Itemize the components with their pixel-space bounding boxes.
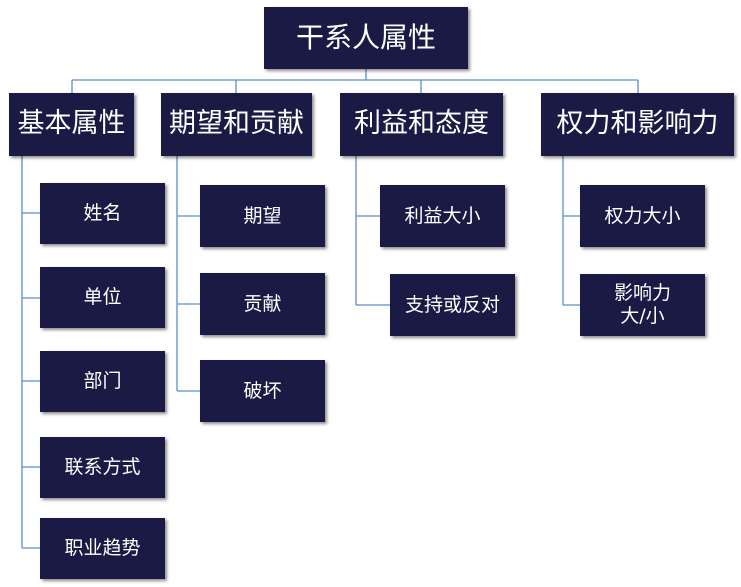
leaf-expectation: 期望 [200, 185, 325, 247]
leaf-support-oppose: 支持或反对 [390, 274, 515, 336]
leaf-organization: 单位 [40, 267, 165, 328]
category-basic-attributes: 基本属性 [9, 93, 134, 156]
leaf-influence-level: 影响力 大/小 [580, 274, 705, 336]
leaf-destruction: 破坏 [200, 360, 325, 422]
root-node: 干系人属性 [264, 7, 468, 69]
leaf-interest-level: 利益大小 [380, 185, 505, 247]
leaf-contact: 联系方式 [40, 437, 165, 498]
leaf-department: 部门 [40, 351, 165, 412]
leaf-contribution: 贡献 [200, 273, 325, 335]
category-power-influence: 权力和影响力 [541, 93, 734, 156]
leaf-career-trend: 职业趋势 [40, 518, 165, 579]
leaf-name: 姓名 [40, 183, 165, 244]
category-expectation-contribution: 期望和贡献 [161, 93, 312, 156]
category-interest-attitude: 利益和态度 [340, 93, 503, 156]
leaf-power-level: 权力大小 [580, 185, 705, 247]
